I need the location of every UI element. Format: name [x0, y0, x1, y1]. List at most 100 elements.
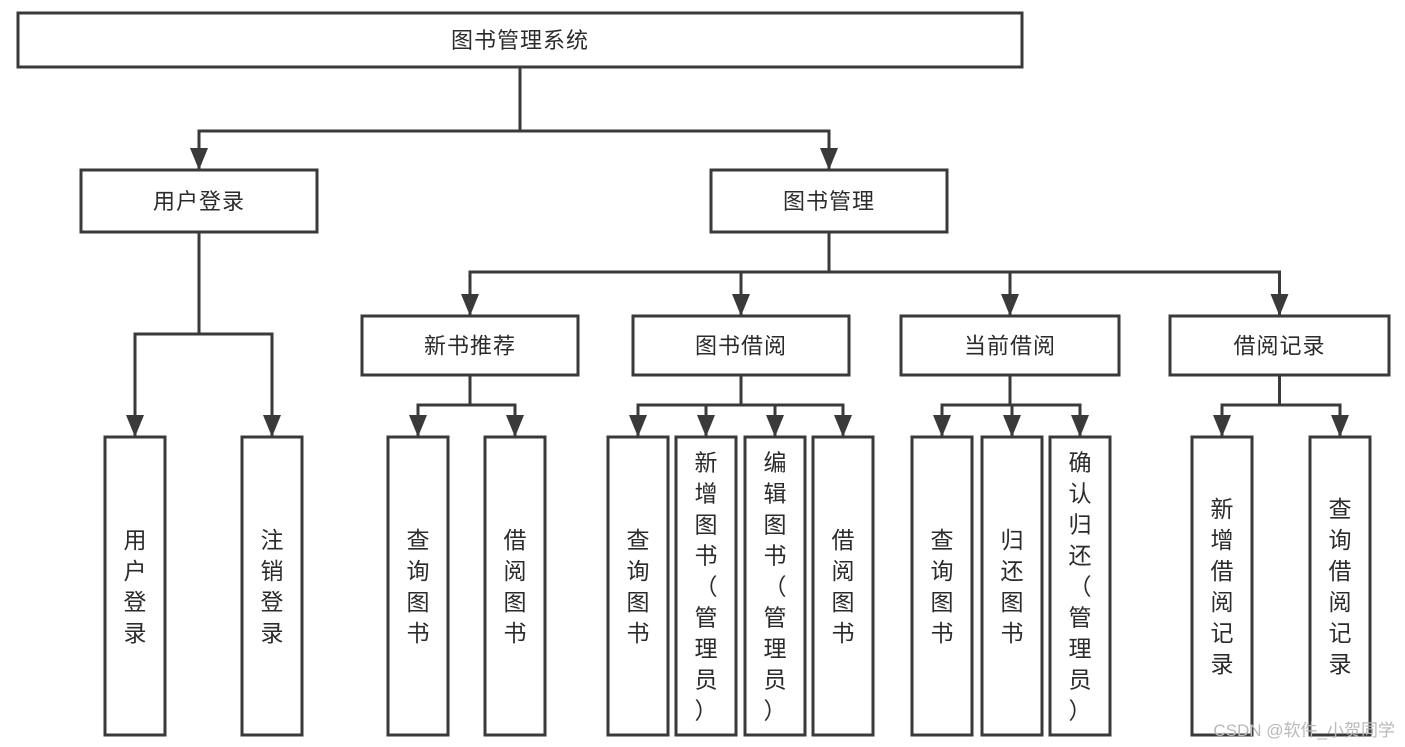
- node-label-char: ）: [695, 698, 718, 724]
- node-book-borrow[interactable]: 图书借阅: [631, 314, 851, 377]
- node-label-char: 查: [1329, 496, 1352, 522]
- node-box[interactable]: [631, 314, 851, 377]
- arrow-head-icon: [506, 415, 524, 437]
- arrow-head-icon: [697, 415, 715, 437]
- node-label-char: 借: [1329, 558, 1352, 584]
- arrow-head-icon: [1331, 415, 1349, 437]
- node-leaf-user-login[interactable]: 用户登录: [103, 435, 167, 737]
- node-box[interactable]: [1190, 435, 1254, 737]
- nodes-layer: 图书管理系统用户登录用户登录注销登录图书管理新书推荐查询图书借阅图书图书借阅查询…: [16, 11, 1391, 737]
- node-label: 用户登录: [153, 189, 245, 214]
- node-label-char: 图: [764, 512, 787, 538]
- node-label-char: 还: [1001, 558, 1024, 584]
- node-box[interactable]: [980, 435, 1044, 737]
- node-root[interactable]: 图书管理系统: [16, 11, 1024, 69]
- node-label-char: 销: [261, 558, 284, 584]
- node-box[interactable]: [1308, 435, 1372, 737]
- node-book-management[interactable]: 图书管理: [709, 168, 949, 234]
- node-new-book-recommend[interactable]: 新书推荐: [360, 314, 580, 377]
- node-box[interactable]: [79, 168, 319, 234]
- node-label-char: 理: [764, 636, 787, 662]
- node-label-char: 增: [1211, 527, 1234, 553]
- node-box[interactable]: [483, 435, 547, 737]
- node-user-login[interactable]: 用户登录: [79, 168, 319, 234]
- node-label-char: 图: [931, 589, 954, 615]
- arrow-head-icon: [834, 415, 852, 437]
- node-box[interactable]: [811, 435, 875, 737]
- node-label-char: 确: [1069, 450, 1092, 476]
- node-label-char: （: [764, 574, 787, 600]
- node-label-char: 增: [695, 481, 718, 507]
- node-box[interactable]: [910, 435, 974, 737]
- node-box[interactable]: [606, 435, 670, 737]
- node-label-char: 管: [1069, 605, 1092, 631]
- node-label-char: 登: [124, 589, 147, 615]
- node-label-char: 书: [407, 620, 430, 646]
- node-label-char: 书: [764, 543, 787, 569]
- node-label-char: 借: [832, 527, 855, 553]
- node-label-char: 询: [407, 558, 430, 584]
- node-label-char: 登: [261, 589, 284, 615]
- node-box[interactable]: [240, 435, 304, 737]
- node-label-char: 阅: [1329, 589, 1352, 615]
- node-label: 新书推荐: [424, 334, 516, 359]
- node-borrow-records[interactable]: 借阅记录: [1168, 314, 1391, 377]
- node-box[interactable]: [16, 11, 1024, 69]
- node-label-char: 辑: [764, 481, 787, 507]
- node-label: 图书管理: [783, 189, 875, 214]
- node-box[interactable]: [899, 314, 1121, 377]
- node-label: 图书管理系统: [451, 28, 589, 53]
- node-box[interactable]: [103, 435, 167, 737]
- node-label-char: 书: [931, 620, 954, 646]
- node-label-char: 询: [931, 558, 954, 584]
- node-box[interactable]: [1048, 435, 1112, 737]
- node-box[interactable]: [709, 168, 949, 234]
- node-label-char: 员: [764, 667, 787, 693]
- node-box[interactable]: [360, 314, 580, 377]
- node-label-char: 图: [627, 589, 650, 615]
- node-label-char: 新: [695, 450, 718, 476]
- node-label-char: 阅: [832, 558, 855, 584]
- node-label-char: 编: [764, 450, 787, 476]
- arrow-head-icon: [190, 148, 208, 170]
- node-label-char: 图: [1001, 589, 1024, 615]
- node-label-char: 图: [832, 589, 855, 615]
- node-label-char: 归: [1069, 512, 1092, 538]
- watermark-text: CSDN @软件_小贺同学: [1213, 721, 1395, 740]
- arrow-head-icon: [1213, 415, 1231, 437]
- node-label-char: 书: [695, 543, 718, 569]
- arrow-head-icon: [409, 415, 427, 437]
- node-label-char: 归: [1001, 527, 1024, 553]
- node-label-char: 书: [832, 620, 855, 646]
- node-label-char: 图: [407, 589, 430, 615]
- node-label-char: 员: [695, 667, 718, 693]
- node-label-char: 理: [695, 636, 718, 662]
- node-label-char: 查: [407, 527, 430, 553]
- node-label-char: ）: [764, 698, 787, 724]
- node-label-char: （: [1069, 574, 1092, 600]
- node-current-borrow[interactable]: 当前借阅: [899, 314, 1121, 377]
- node-box[interactable]: [1168, 314, 1391, 377]
- node-box[interactable]: [674, 435, 738, 737]
- node-box[interactable]: [743, 435, 807, 737]
- arrow-head-icon: [933, 415, 951, 437]
- node-label-char: 管: [695, 605, 718, 631]
- node-label-char: （: [695, 574, 718, 600]
- node-label-char: 阅: [1211, 589, 1234, 615]
- node-box[interactable]: [386, 435, 450, 737]
- node-label-char: 查: [931, 527, 954, 553]
